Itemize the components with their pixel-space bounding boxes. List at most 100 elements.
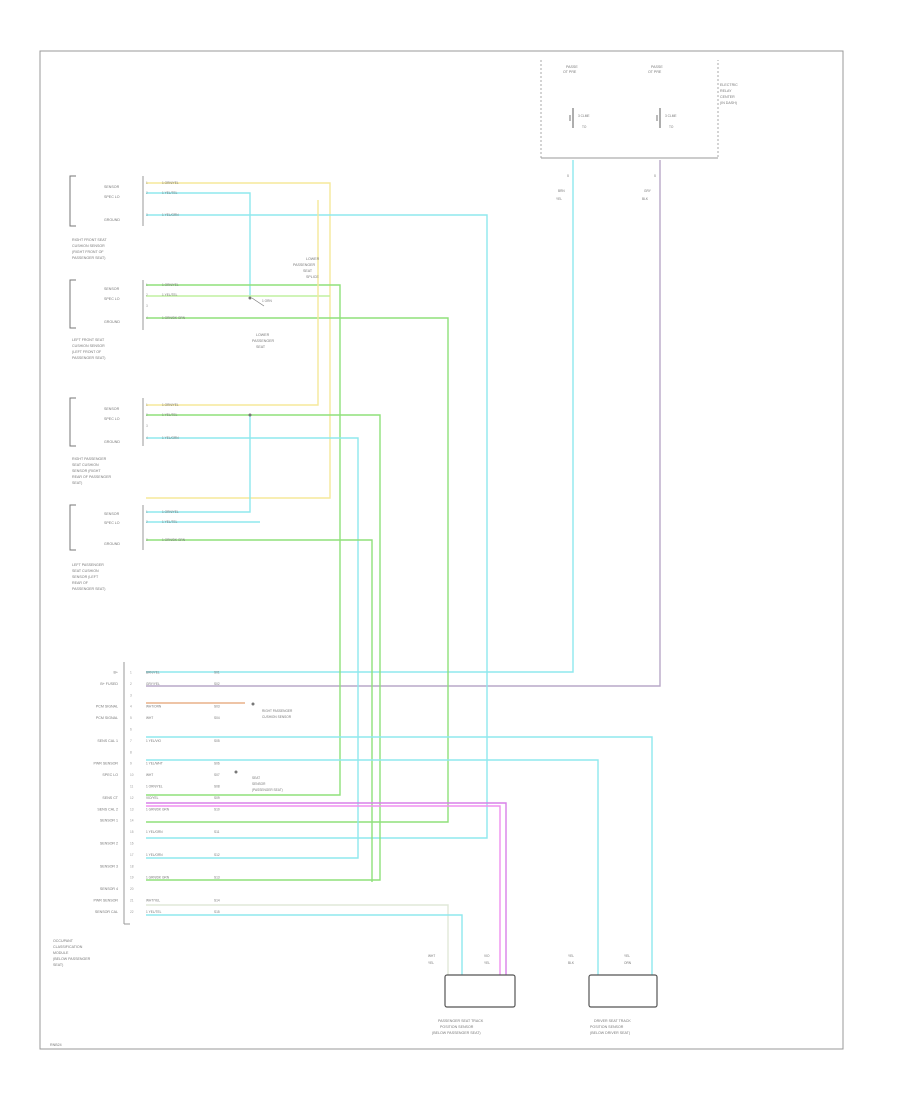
svg-text:GROUND: GROUND <box>104 440 120 444</box>
svg-text:PASSENGER SEAT): PASSENGER SEAT) <box>72 256 105 260</box>
svg-text:REAR OF: REAR OF <box>72 581 89 585</box>
module-pin-text: WHT/ORN <box>146 705 162 709</box>
module-pin-number: 11 <box>130 785 134 789</box>
module-note-seat-3: (PASSENGER SEAT) <box>252 788 283 792</box>
module-pin-text: GRY/YEL <box>146 682 160 686</box>
svg-text:YEL: YEL <box>568 954 574 958</box>
module-pin-text: S10 <box>214 807 220 811</box>
svg-text:4: 4 <box>146 316 148 320</box>
relay-front-wire-1: BRN <box>558 189 565 193</box>
module-pin-row: 3 <box>130 693 132 697</box>
module-pin-number: 18 <box>130 864 134 868</box>
module-title-1: OCCUPANT <box>53 939 74 943</box>
module-pin-number: 22 <box>130 910 134 914</box>
wire-s4-sensor <box>146 415 251 513</box>
module-pin-row: SENS CAL 2 1 GRN/DK GRN S10 13 <box>97 807 220 811</box>
relay-front-header-1: PASSE <box>566 65 578 69</box>
module-pin-number: 21 <box>130 899 134 903</box>
module-pin-text: SENS CAL 2 <box>97 807 118 811</box>
module-pin-number: 8 <box>130 750 132 754</box>
relay-rear-header-2: OT PRE <box>648 70 662 74</box>
module-pin-text: WHT <box>146 716 153 720</box>
svg-text:PASSENGER: PASSENGER <box>293 263 316 267</box>
svg-text:VIO: VIO <box>484 954 490 958</box>
svg-text:SEAT: SEAT <box>303 269 313 273</box>
module-pin-text: SENS CAL 1 <box>97 739 118 743</box>
svg-text:SPLICE: SPLICE <box>306 275 319 279</box>
module-pin-text: S13 <box>214 876 220 880</box>
sensor-3: SENSOR SPEC LO GROUND 1 ORN/YEL 1 YEL/TE… <box>69 397 179 485</box>
relay-center-title-1: ELECTRIC <box>720 83 738 87</box>
svg-text:2: 2 <box>146 293 148 297</box>
svg-text:1 YEL/TEL: 1 YEL/TEL <box>162 413 178 417</box>
module-note-seat-2: SENSOR <box>252 782 266 786</box>
module-pin-text: 1 YEL/ORN <box>146 853 163 857</box>
svg-text:YEL: YEL <box>624 954 630 958</box>
svg-text:ORN: ORN <box>624 961 632 965</box>
svg-text:1 YEL/GRN: 1 YEL/GRN <box>162 213 179 217</box>
sensor-4: SENSOR SPEC LO GROUND 1 ORN/YEL 1 YEL/TE… <box>69 504 186 591</box>
svg-text:2: 2 <box>146 520 148 524</box>
module-pin-text: S05 <box>214 739 220 743</box>
svg-text:1 GRN/DK GRN: 1 GRN/DK GRN <box>162 538 186 542</box>
svg-text:SPEC LO: SPEC LO <box>104 297 120 301</box>
svg-text:POSITION SENSOR: POSITION SENSOR <box>590 1025 624 1029</box>
sensor-1: SENSOR SPEC LO GROUND 1 ORN/YEL 1 YEL/TE… <box>69 175 179 260</box>
module-pin-number: 3 <box>130 693 132 697</box>
module-pin-number: 1 <box>130 671 132 675</box>
svg-text:PASSENGER SEAT): PASSENGER SEAT) <box>72 356 105 360</box>
module-pin-number: 7 <box>130 739 132 743</box>
wire-s1-sensor <box>146 182 331 499</box>
svg-text:LOWER: LOWER <box>256 333 270 337</box>
module-pin-text: S15 <box>214 910 220 914</box>
svg-text:1 ORN/YEL: 1 ORN/YEL <box>162 181 179 185</box>
wire-pwr-sensor <box>146 759 599 975</box>
module-pin-text: SENS CT <box>102 796 118 800</box>
footer-code: RNB24 <box>50 1043 62 1047</box>
relay-center-title-3: CENTER <box>720 95 735 99</box>
svg-text:SPEC LO: SPEC LO <box>104 521 120 525</box>
svg-text:SEAT CUSHION: SEAT CUSHION <box>72 463 99 467</box>
svg-text:GROUND: GROUND <box>104 218 120 222</box>
module-pin-text: SENSOR CAL <box>95 910 118 914</box>
wire-sens-ct-2 <box>146 805 501 975</box>
module-pin-number: 13 <box>130 807 134 811</box>
svg-text:(BELOW DRIVER SEAT): (BELOW DRIVER SEAT) <box>590 1031 630 1035</box>
module-pin-text: S06 <box>214 762 220 766</box>
module-pin-text: S11 <box>214 830 220 834</box>
wire-s1-spec <box>146 192 251 298</box>
splice-upper: LOWER PASSENGER SEAT SPLICE 1 ORN LOWER … <box>248 257 320 349</box>
module-pin-number: 10 <box>130 773 134 777</box>
svg-text:GROUND: GROUND <box>104 542 120 546</box>
module-pin-row: 6 <box>130 728 132 732</box>
module-note-pcm-2: CUSHION SENSOR <box>262 715 292 719</box>
module-pin-text: 1 GRN/DK GRN <box>146 807 170 811</box>
svg-text:1 YEL/GRN: 1 YEL/GRN <box>162 436 179 440</box>
module-title-5: SEAT) <box>53 963 63 967</box>
wire-s4-ground <box>146 539 373 882</box>
svg-text:YEL: YEL <box>484 961 490 965</box>
passenger-seat-track-sensor: WHT YEL VIO YEL PASSENGER SEAT TRACK POS… <box>428 954 516 1035</box>
module-pin-text: WHT/YEL <box>146 899 160 903</box>
svg-text:BLK: BLK <box>568 961 575 965</box>
svg-text:3 CLME: 3 CLME <box>665 114 677 118</box>
module-pin-text: S02 <box>214 682 220 686</box>
svg-text:SENSOR: SENSOR <box>104 512 120 516</box>
module-pin-text: 1 YEL/TEL <box>146 910 162 914</box>
svg-text:1 ORN/YEL: 1 ORN/YEL <box>162 283 179 287</box>
svg-text:SENSOR (RIGHT: SENSOR (RIGHT <box>72 469 101 473</box>
module-pin-text: S04 <box>214 716 220 720</box>
module-pin-number: 2 <box>130 682 132 686</box>
module-pin-row: SENSOR CAL 1 YEL/TEL S15 22 <box>95 910 220 914</box>
relay-front-pin: B <box>567 174 569 178</box>
